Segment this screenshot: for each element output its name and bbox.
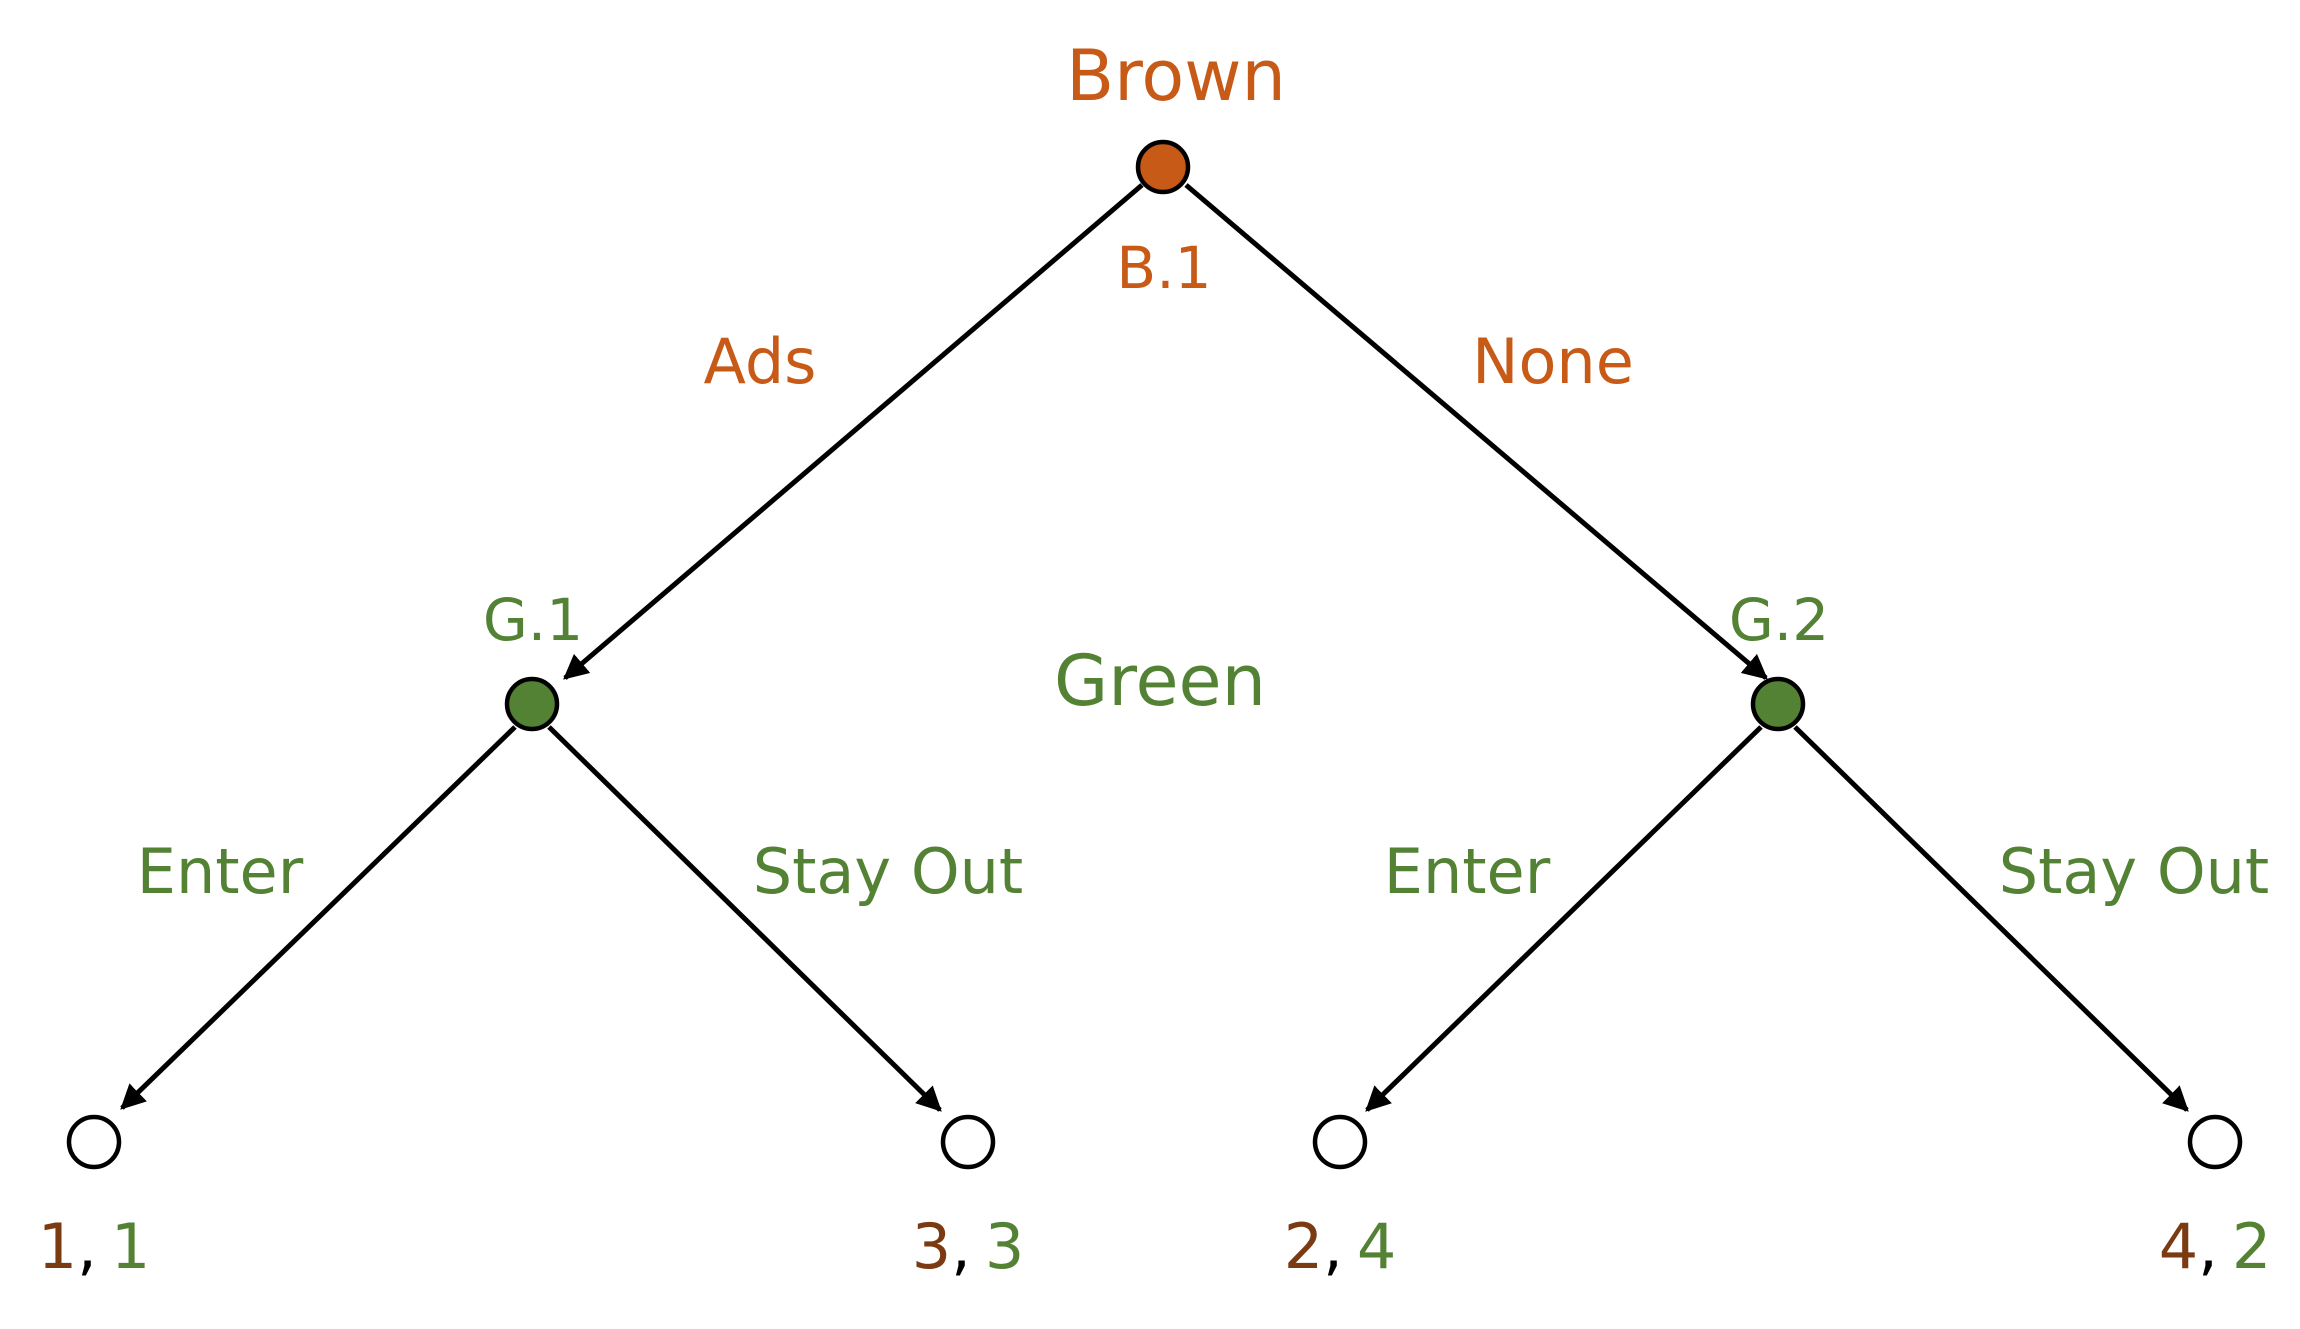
terminal-node-2 [940,1114,996,1170]
edges [120,183,2189,1112]
payoff-2-green: 3 [985,1210,1024,1283]
action-label-right-enter: Enter [1384,835,1551,908]
node-label-g1: G.1 [483,586,583,654]
terminal-node-1 [66,1114,122,1170]
payoff-3: 2,4 [1284,1210,1397,1283]
payoff-4-brown: 4 [2159,1210,2198,1283]
action-label-ads: Ads [704,325,817,398]
player-label-green: Green [1054,640,1266,722]
node-label-b1: B.1 [1116,234,1211,302]
action-label-right-stay-out: Stay Out [1999,835,2269,908]
payoff-1: 1,1 [38,1210,151,1283]
payoff-4-separator: , [2198,1210,2218,1283]
terminal-node-4 [2187,1114,2243,1170]
action-label-left-enter: Enter [137,835,304,908]
edge-right-enter [1365,725,1763,1112]
node-label-g2: G.2 [1729,586,1829,654]
payoff-4: 4,2 [2159,1210,2272,1283]
edge-ads [563,183,1144,680]
edge-left-enter [120,725,517,1110]
action-label-none: None [1472,325,1634,398]
root-node [1135,139,1191,195]
payoff-2-separator: , [951,1210,971,1283]
edge-right-stay-out [1793,725,2189,1112]
payoff-1-brown: 1 [38,1210,77,1283]
payoff-3-separator: , [1323,1210,1343,1283]
payoff-3-brown: 2 [1284,1210,1323,1283]
payoff-3-green: 4 [1357,1210,1396,1283]
action-label-left-stay-out: Stay Out [753,835,1023,908]
payoff-1-separator: , [77,1210,97,1283]
player-label-brown: Brown [1066,35,1286,117]
terminal-node-3 [1312,1114,1368,1170]
payoff-1-green: 1 [111,1210,150,1283]
right-node [1750,676,1806,732]
payoff-2-brown: 3 [912,1210,951,1283]
payoff-2: 3,3 [912,1210,1025,1283]
edge-none [1184,183,1768,680]
edge-left-stay-out [547,725,942,1112]
left-node [504,676,560,732]
payoff-4-green: 2 [2232,1210,2271,1283]
